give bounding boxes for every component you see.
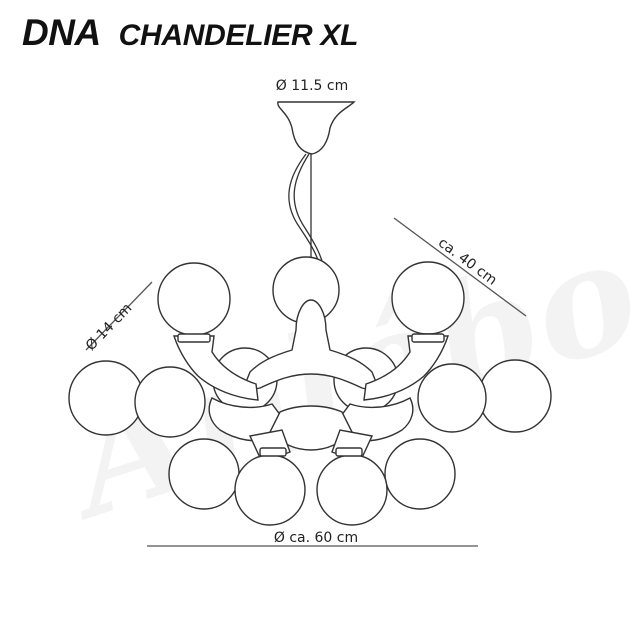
globe-outer-right (478, 359, 552, 433)
product-variant: CHANDELIER XL (118, 19, 359, 52)
central-hub (240, 299, 382, 393)
globe-inner-left (134, 366, 206, 438)
globe-inner-right (417, 363, 487, 433)
globe-outer-left (68, 360, 144, 436)
globe-top-left (157, 262, 231, 336)
arm-left (173, 335, 259, 401)
globe-bottom-left (234, 454, 306, 526)
product-name: DNA (22, 12, 101, 53)
arm-right (363, 335, 449, 401)
socket-collar-front-left (259, 447, 287, 457)
globe-top-right (391, 261, 465, 335)
globe-bottom-far-right (384, 438, 456, 510)
globe-bottom-right (316, 454, 388, 526)
socket-collar-right (411, 333, 445, 343)
socket-collar-front-right (335, 447, 363, 457)
globe-bottom-far-left (168, 438, 240, 510)
canopy (277, 101, 356, 155)
overall-diameter-label: Ø ca. 60 cm (274, 530, 358, 546)
socket-collar-left (177, 333, 211, 343)
drop-length-line (393, 217, 527, 317)
globe-diameter-label: Ø 14 cm (83, 300, 136, 354)
page-title: DNA CHANDELIER XL (22, 12, 358, 56)
canopy-diameter-label: Ø 11.5 cm (276, 78, 348, 94)
globe-diameter-line (85, 281, 153, 351)
